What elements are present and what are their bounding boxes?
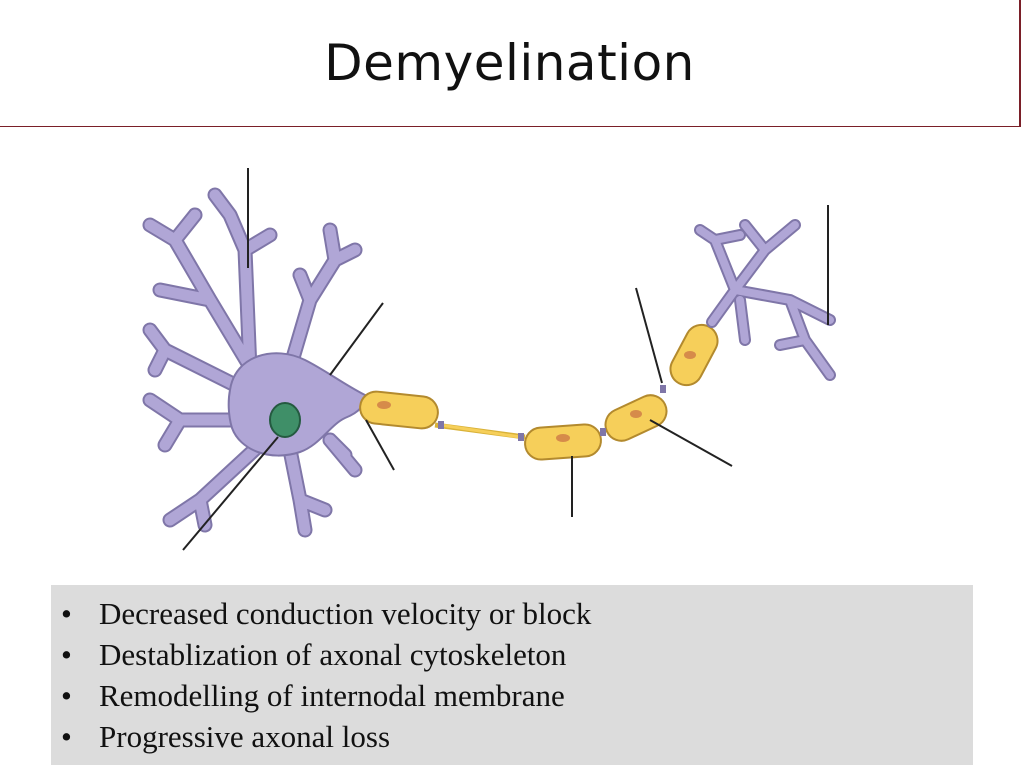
title-band: Demyelination <box>0 0 1021 127</box>
schwann-nucleus <box>377 401 391 409</box>
label-lines <box>182 168 829 551</box>
label-line <box>649 419 733 467</box>
bullet-text: Remodelling of internodal membrane <box>99 678 565 713</box>
label-line <box>182 436 279 551</box>
node-of-ranvier <box>438 421 444 429</box>
bullet-item: • Destablization of axonal cytoskeleton <box>59 634 973 675</box>
bullet-list: • Decreased conduction velocity or block… <box>59 593 973 757</box>
label-line <box>329 302 384 376</box>
schwann-nucleus <box>556 434 570 442</box>
bullet-text: Decreased conduction velocity or block <box>99 596 592 631</box>
axon-terminal <box>694 219 836 381</box>
label-line <box>635 287 663 384</box>
bullet-item: • Progressive axonal loss <box>59 716 973 757</box>
dendrites <box>142 187 363 538</box>
bullet-icon: • <box>61 596 72 631</box>
bullet-icon: • <box>61 678 72 713</box>
node-of-ranvier <box>518 433 524 441</box>
schwann-nucleus <box>630 410 642 418</box>
nucleus <box>269 402 301 438</box>
bullet-text: Progressive axonal loss <box>99 719 391 754</box>
cell-body <box>227 352 367 457</box>
node-of-ranvier <box>660 385 666 393</box>
myelin-sheaths <box>359 323 719 461</box>
myelin-segment <box>359 390 439 430</box>
node-of-ranvier <box>600 428 606 436</box>
slide-title: Demyelination <box>324 34 695 92</box>
bullet-panel: • Decreased conduction velocity or block… <box>51 585 973 765</box>
neuron-diagram <box>142 168 836 551</box>
axon-core <box>439 423 521 439</box>
bullet-text: Destablization of axonal cytoskeleton <box>99 637 567 672</box>
bullet-item: • Remodelling of internodal membrane <box>59 675 973 716</box>
label-line <box>365 419 395 471</box>
bullet-icon: • <box>61 719 72 754</box>
bullet-icon: • <box>61 637 72 672</box>
bullet-item: • Decreased conduction velocity or block <box>59 593 973 634</box>
schwann-nucleus <box>684 351 696 359</box>
